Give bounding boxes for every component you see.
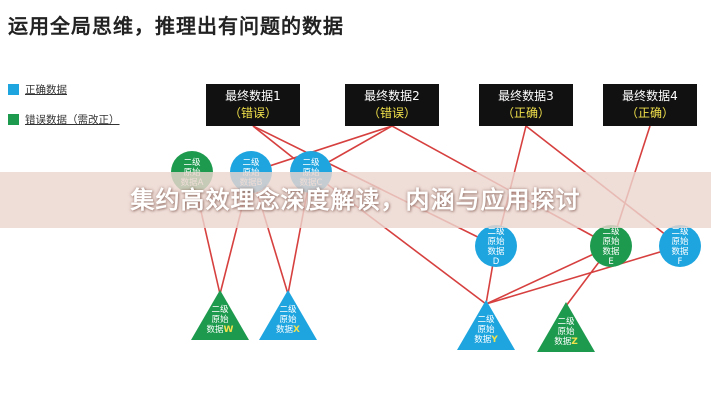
triangle-text: 数据Z xyxy=(554,336,578,347)
triangle-text: 二级 xyxy=(557,316,575,327)
triangle-text: 数据Y xyxy=(474,334,498,345)
connection-line-e-y xyxy=(485,245,612,305)
triangle-letter-w: W xyxy=(224,325,234,335)
raw-data-node-text: 数据 xyxy=(671,246,689,257)
raw-data-node-text: 原始 xyxy=(671,236,689,247)
triangle-text: 原始 xyxy=(211,314,229,325)
final-data-title-1: 最终数据1 xyxy=(225,89,281,103)
final-data-box-2: 最终数据2 （错误） xyxy=(345,84,439,126)
raw-data-node-text: D xyxy=(493,257,500,267)
triangle-text: 原始 xyxy=(279,314,297,325)
raw-data-circle-e xyxy=(590,225,632,267)
triangle-text: 原始 xyxy=(477,324,495,335)
final-data-title-3: 最终数据3 xyxy=(498,89,554,103)
raw-data-node-text: 二级 xyxy=(242,157,260,168)
raw-data-node-text: 原始 xyxy=(487,236,505,247)
final-data-status-1: （错误） xyxy=(228,106,277,120)
final-data-status-4: （正确） xyxy=(625,106,674,120)
raw-data-node-text: 二级 xyxy=(487,226,505,237)
final-data-box-1: 最终数据1 （错误） xyxy=(206,84,300,126)
triangle-text: 数据W xyxy=(207,324,234,335)
raw-data-node-text: 数据 xyxy=(602,246,620,257)
triangle-letter-x: X xyxy=(293,325,300,335)
overlay-banner: 集约高效理念深度解读，内涵与应用探讨 xyxy=(0,172,711,228)
final-data-status-3: （正确） xyxy=(501,106,550,120)
legend-item-wrong: 错误数据（需改正） xyxy=(8,112,120,127)
raw-data-circle-d xyxy=(475,225,517,267)
legend-item-correct: 正确数据 xyxy=(8,82,67,97)
connection-line-f-y xyxy=(485,245,681,305)
final-data-box-3: 最终数据3 （正确） xyxy=(479,84,573,126)
triangle-text: 原始 xyxy=(557,326,575,337)
triangle-letter-z: Z xyxy=(571,337,578,347)
triangle-shape-x xyxy=(259,290,317,340)
legend-label-wrong: 错误数据（需改正） xyxy=(25,114,120,126)
connection-line-box2-b xyxy=(250,125,393,173)
banner-title: 集约高效理念深度解读，内涵与应用探讨 xyxy=(130,186,581,214)
raw-data-node-text: 原始 xyxy=(602,236,620,247)
triangle-shape-w xyxy=(191,290,249,340)
raw-data-node-text: F xyxy=(678,257,683,267)
raw-data-node-text: 二级 xyxy=(671,226,689,237)
triangle-letter-y: Y xyxy=(490,335,498,345)
legend-swatch-wrong xyxy=(8,114,19,125)
raw-data-node-text: 二级 xyxy=(602,226,620,237)
triangle-text: 二级 xyxy=(477,314,495,325)
triangle-text: 二级 xyxy=(279,304,297,315)
final-data-title-2: 最终数据2 xyxy=(364,89,420,103)
legend-label-correct: 正确数据 xyxy=(25,84,67,96)
triangle-text: 数据X xyxy=(276,324,300,335)
raw-data-node-text: 二级 xyxy=(183,157,201,168)
legend-swatch-correct xyxy=(8,84,19,95)
raw-data-node-text: 数据 xyxy=(487,246,505,257)
raw-data-node-text: 二级 xyxy=(302,157,320,168)
final-data-status-2: （错误） xyxy=(367,106,416,120)
raw-data-circle-f xyxy=(659,225,701,267)
triangle-shape-y xyxy=(457,300,515,350)
raw-data-node-text: E xyxy=(608,257,613,267)
final-data-box-4: 最终数据4 （正确） xyxy=(603,84,697,126)
page-title: 运用全局思维，推理出有问题的数据 xyxy=(8,14,344,38)
triangle-text: 二级 xyxy=(211,304,229,315)
triangle-shape-z xyxy=(537,302,595,352)
final-data-title-4: 最终数据4 xyxy=(622,89,678,103)
